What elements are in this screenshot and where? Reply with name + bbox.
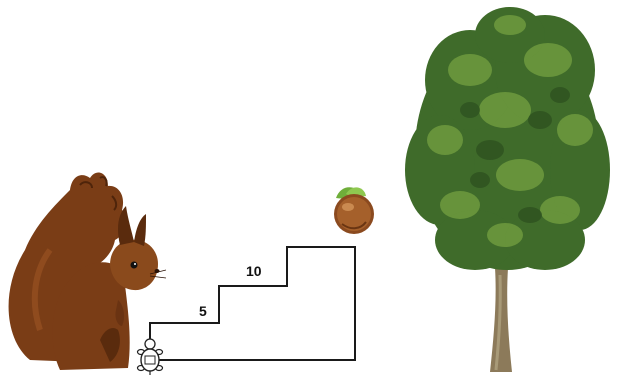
tree-icon [405, 7, 610, 372]
turtle-icon[interactable] [138, 339, 163, 375]
step-label-10: 10 [246, 263, 262, 279]
step-label-5: 5 [199, 303, 207, 319]
squirrel-icon [9, 172, 166, 370]
hazelnut-icon [334, 187, 374, 234]
